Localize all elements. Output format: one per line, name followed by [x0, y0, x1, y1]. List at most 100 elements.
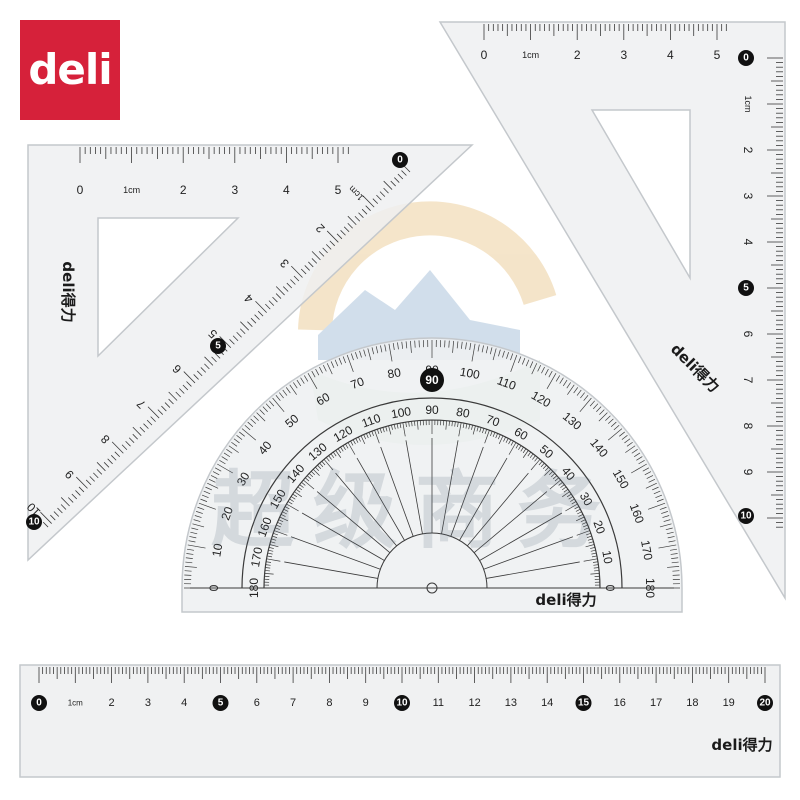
tick: [471, 343, 476, 362]
tri-left-top-label: 2: [180, 183, 187, 197]
tick: [560, 484, 565, 488]
tick: [670, 553, 678, 555]
tick: [608, 418, 614, 424]
straight-dot-5-dot: [212, 695, 229, 711]
tick: [201, 494, 209, 499]
tick: [388, 343, 393, 362]
tri-right-vert-label: 7: [741, 377, 755, 384]
tick: [286, 503, 299, 512]
tick: [233, 438, 240, 444]
tick: [71, 493, 78, 500]
tick: [110, 455, 117, 461]
tick: [268, 547, 274, 549]
tick: [266, 558, 281, 562]
tick: [321, 460, 326, 466]
tick: [562, 491, 570, 498]
tick: [150, 416, 156, 422]
radial: [356, 457, 405, 541]
tick: [277, 522, 283, 525]
tri-left-brand-text: deli得力: [59, 261, 77, 322]
tick: [667, 566, 680, 568]
tick: [308, 261, 314, 268]
tick: [397, 342, 399, 350]
tick: [484, 429, 488, 434]
tick: [362, 195, 375, 208]
straight-dot-10: 10: [396, 698, 408, 709]
tick: [570, 498, 575, 502]
tick: [293, 275, 300, 282]
tick: [465, 423, 468, 429]
straight-body: [19, 664, 781, 778]
tick: [405, 422, 407, 428]
tick: [198, 502, 216, 510]
tick: [388, 425, 392, 435]
straight-label: 6: [254, 697, 260, 709]
tri-right-dot-5: 5: [743, 283, 749, 294]
protractor-outer-label: 30: [234, 469, 253, 488]
tri-right-top-label: 4: [667, 48, 674, 62]
tick: [588, 541, 594, 544]
tick: [196, 511, 203, 514]
radial: [380, 446, 414, 537]
tick: [619, 431, 625, 437]
protractor-inner-label: 10: [599, 549, 615, 565]
tri-left-top-label: 0: [77, 183, 84, 197]
tick: [236, 435, 243, 440]
tick: [379, 191, 386, 197]
tick: [75, 490, 81, 496]
tick: [576, 530, 590, 536]
tri-right-vert-label: 4: [741, 239, 755, 246]
tick: [121, 444, 128, 451]
tick: [147, 406, 160, 419]
tick: [247, 321, 253, 327]
radial: [284, 561, 378, 579]
tick: [568, 496, 574, 500]
tick: [506, 352, 509, 359]
protractor-brand-text: deli得力: [535, 591, 596, 609]
tick: [229, 339, 235, 345]
straight-label: 14: [541, 697, 553, 709]
tick: [454, 421, 456, 427]
tick: [549, 479, 561, 490]
tick: [319, 366, 323, 374]
radial: [479, 512, 563, 561]
tri-left-dot-5: 5: [215, 341, 221, 352]
straight-dot-0-dot: [31, 695, 47, 711]
tick: [503, 436, 506, 442]
tick: [580, 519, 586, 523]
tick: [465, 342, 467, 350]
tick: [544, 468, 552, 476]
tick: [272, 535, 278, 538]
tick: [445, 420, 447, 430]
tick: [458, 422, 462, 437]
protractor-outer-label: 10: [209, 542, 225, 558]
tick: [285, 387, 291, 394]
tick: [585, 544, 595, 548]
tick: [394, 177, 400, 183]
tick: [665, 527, 673, 531]
tick: [157, 409, 164, 415]
tick: [221, 456, 228, 461]
tick: [265, 567, 271, 569]
tick: [295, 488, 301, 493]
tick: [107, 458, 113, 465]
protractor-inner-label: 60: [512, 424, 531, 443]
protractor-inner-label: 30: [577, 490, 596, 509]
tick: [188, 540, 196, 543]
tick: [194, 515, 202, 518]
tick: [361, 208, 368, 215]
tick: [631, 463, 647, 474]
tick: [312, 468, 320, 476]
tick: [518, 445, 522, 450]
tri-left-top-ticks: [79, 147, 349, 163]
tick: [575, 508, 581, 512]
tick: [304, 265, 310, 271]
tick: [315, 466, 320, 471]
tick: [185, 557, 193, 559]
tick: [380, 345, 383, 353]
tick: [306, 475, 312, 480]
tick: [605, 415, 611, 421]
protractor-outer-label: 0: [207, 584, 221, 591]
tick: [273, 532, 278, 536]
